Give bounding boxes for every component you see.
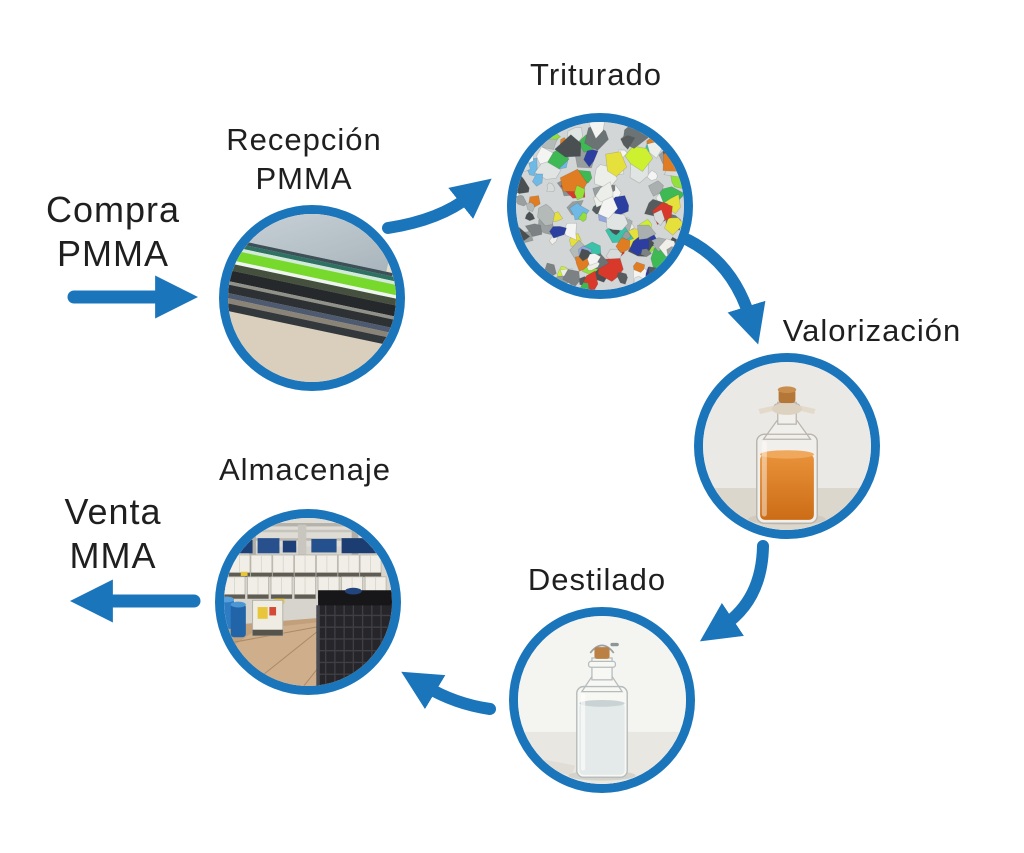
triturado-label: Triturado — [530, 57, 662, 92]
venta-line2: MMA — [69, 535, 157, 576]
stacked-pmma-acrylic-sheets-photo — [228, 214, 396, 382]
step-circle-triturado — [507, 113, 693, 299]
arrow-triturado-to-valorizacion — [682, 234, 766, 345]
step-circle-almacenaje — [215, 509, 401, 695]
warehouse-ibc-containers-photo — [224, 518, 392, 686]
recepcion-line2: PMMA — [255, 161, 353, 196]
recepcion-line1: Recepción — [226, 122, 382, 157]
shredded-plastic-flakes-photo — [516, 122, 684, 290]
arrow-recepcion-to-triturado — [382, 178, 492, 234]
almacenaje-label: Almacenaje — [219, 452, 391, 487]
destilado-label: Destilado — [527, 562, 667, 597]
arrow-destilado-to-almacenaje — [401, 671, 496, 715]
venta-line1: Venta — [64, 491, 162, 532]
compra-line2: PMMA — [56, 233, 169, 274]
compra-pmma-label: Compra PMMA — [46, 188, 180, 276]
recepcion-label: Recepción PMMA — [226, 120, 381, 198]
venta-mma-label: Venta MMA — [64, 490, 161, 578]
compra-line1: Compra — [45, 189, 181, 230]
step-circle-destilado — [509, 607, 695, 793]
step-circle-recepcion — [219, 205, 405, 391]
step-circle-valorizacion — [694, 353, 880, 539]
glass-bottle-clear-liquid-photo — [518, 616, 686, 784]
glass-bottle-amber-liquid-photo — [703, 362, 871, 530]
valorizacion-label: Valorización — [782, 313, 962, 348]
arrow-valorizacion-to-destilado — [699, 540, 769, 642]
